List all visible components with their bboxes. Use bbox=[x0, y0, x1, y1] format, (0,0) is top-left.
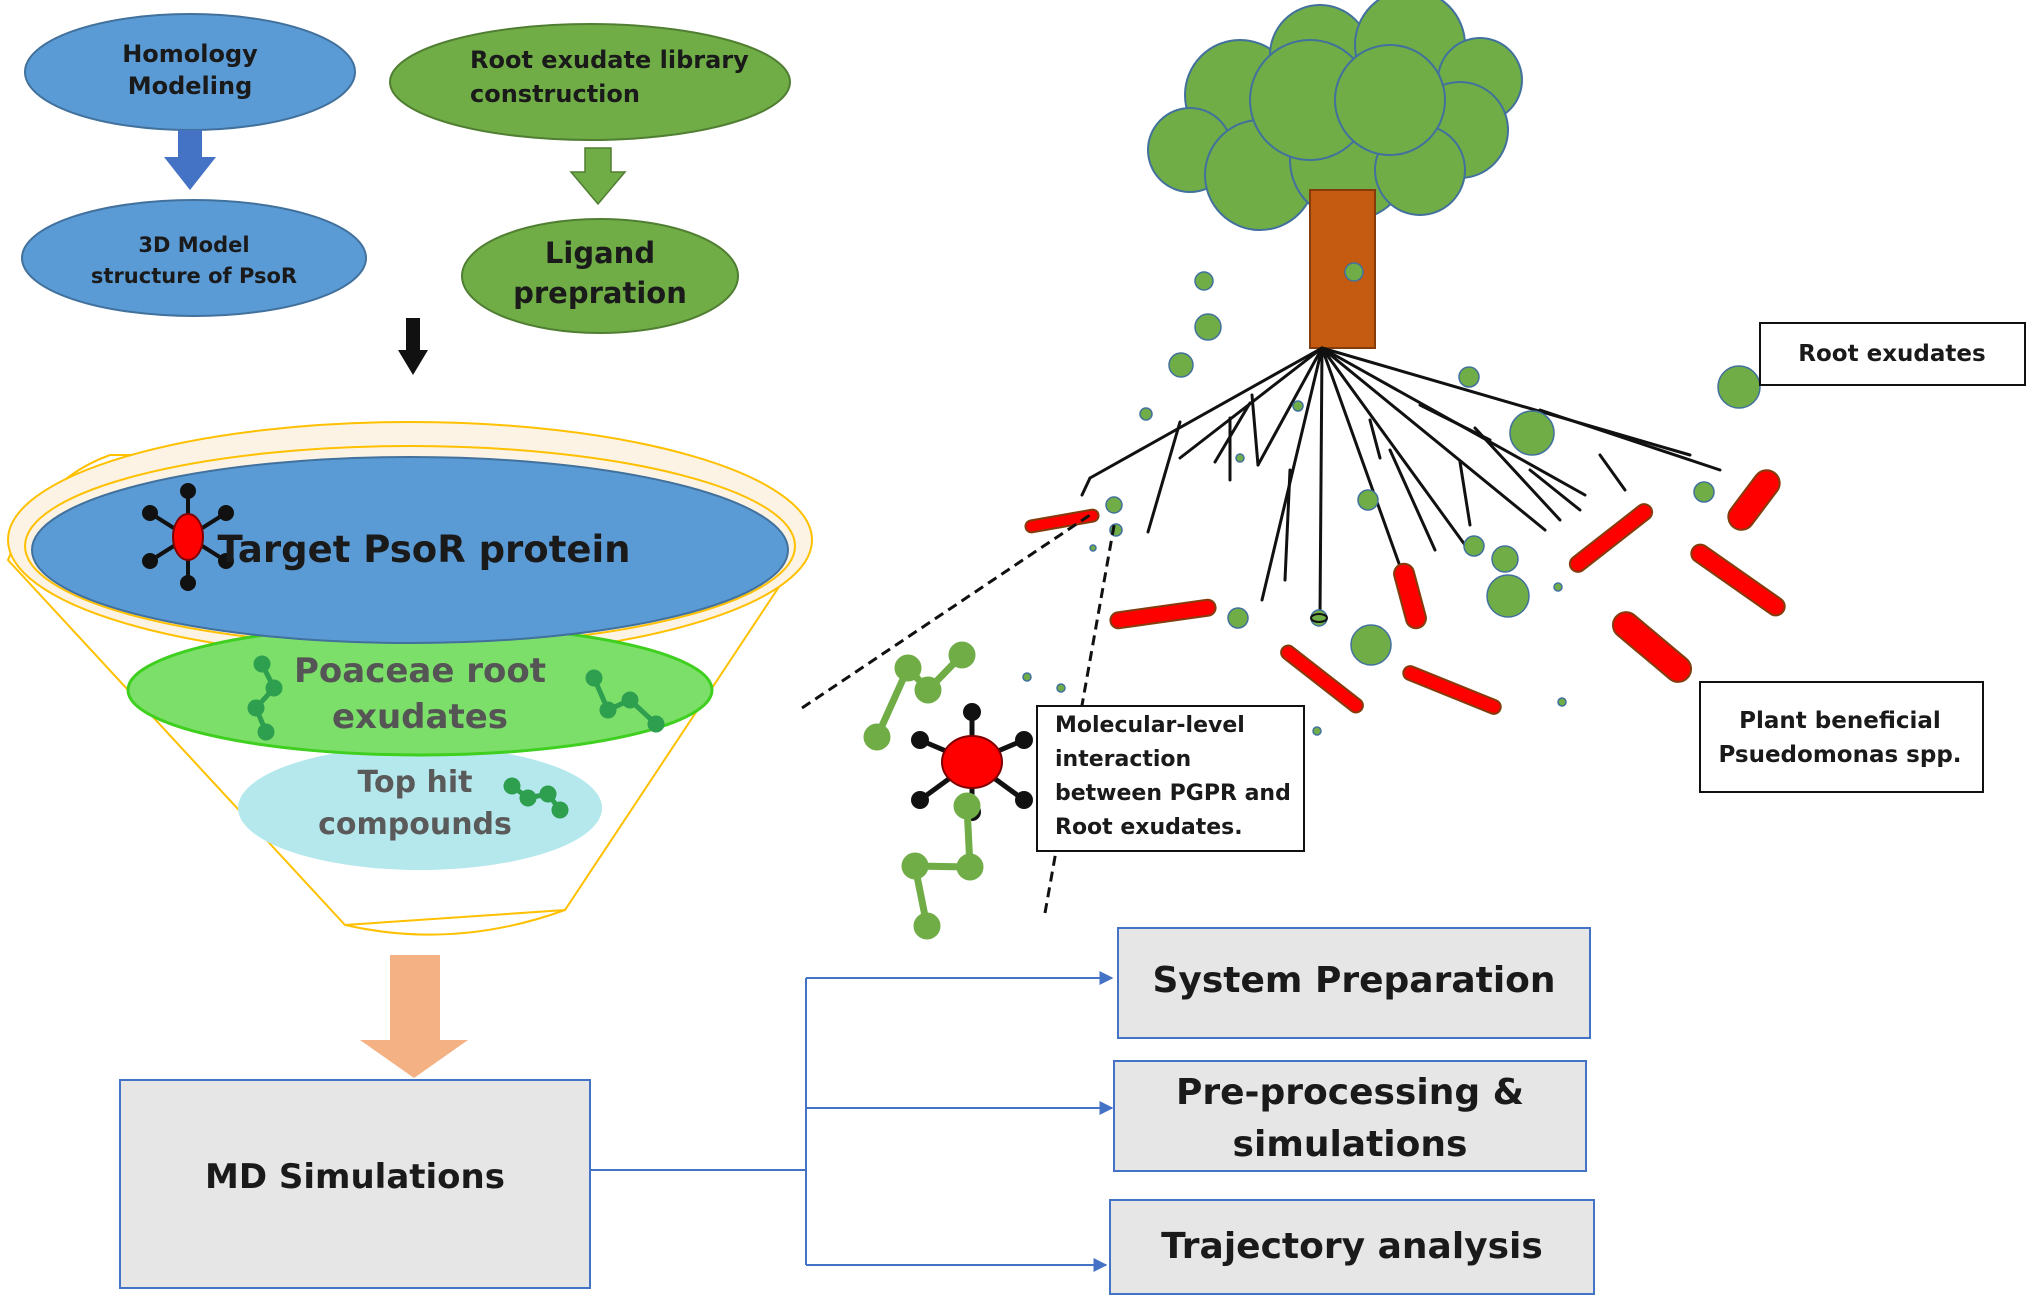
black-down-arrow bbox=[398, 318, 428, 375]
root-exudates-callout: Root exudates bbox=[1759, 322, 2026, 386]
root-exudate-library-node bbox=[389, 23, 791, 141]
poaceae-ligand-icon-right bbox=[585, 669, 665, 733]
trajectory-analysis-box bbox=[1109, 1199, 1595, 1295]
tree-trunk bbox=[1309, 189, 1376, 349]
poaceae-ligand-icon-left bbox=[247, 655, 283, 741]
target-psor-protein-label: Target PsoR protein bbox=[217, 528, 630, 571]
blue-down-arrow bbox=[164, 130, 216, 190]
green-down-arrow bbox=[569, 147, 627, 206]
md-simulations-box bbox=[119, 1079, 591, 1289]
orange-down-arrow bbox=[360, 955, 468, 1078]
interaction-ligand-bottom bbox=[901, 792, 984, 940]
interaction-protein-icon bbox=[911, 703, 1033, 821]
preprocessing-label: Pre-processing &simulations bbox=[1176, 1072, 1524, 1165]
preprocessing-box bbox=[1113, 1060, 1587, 1172]
root-exudates-label: Root exudates bbox=[1798, 341, 1985, 367]
tree-roots bbox=[1080, 346, 1722, 617]
protein-molecule-icon bbox=[142, 483, 234, 591]
system-preparation-box bbox=[1117, 927, 1591, 1039]
psuedomonas-bacteria bbox=[1024, 469, 1786, 715]
trajectory-analysis-label: Trajectory analysis bbox=[1161, 1226, 1543, 1267]
funnel-bottom bbox=[344, 909, 566, 936]
md-simulations-label: MD Simulations bbox=[205, 1157, 505, 1197]
interaction-ligand-top bbox=[863, 641, 976, 751]
small-droplet bbox=[1310, 613, 1328, 623]
target-psor-protein-layer bbox=[31, 456, 789, 644]
3d-model-node bbox=[21, 199, 367, 317]
ligand-preparation-node bbox=[461, 218, 739, 334]
zoom-dashed-line-left bbox=[801, 513, 1091, 710]
top-hit-layer bbox=[238, 746, 602, 870]
system-preparation-label: System Preparation bbox=[1152, 960, 1555, 1001]
tophit-ligand-icon bbox=[503, 777, 569, 819]
root-exudate-droplets bbox=[1022, 262, 1761, 736]
